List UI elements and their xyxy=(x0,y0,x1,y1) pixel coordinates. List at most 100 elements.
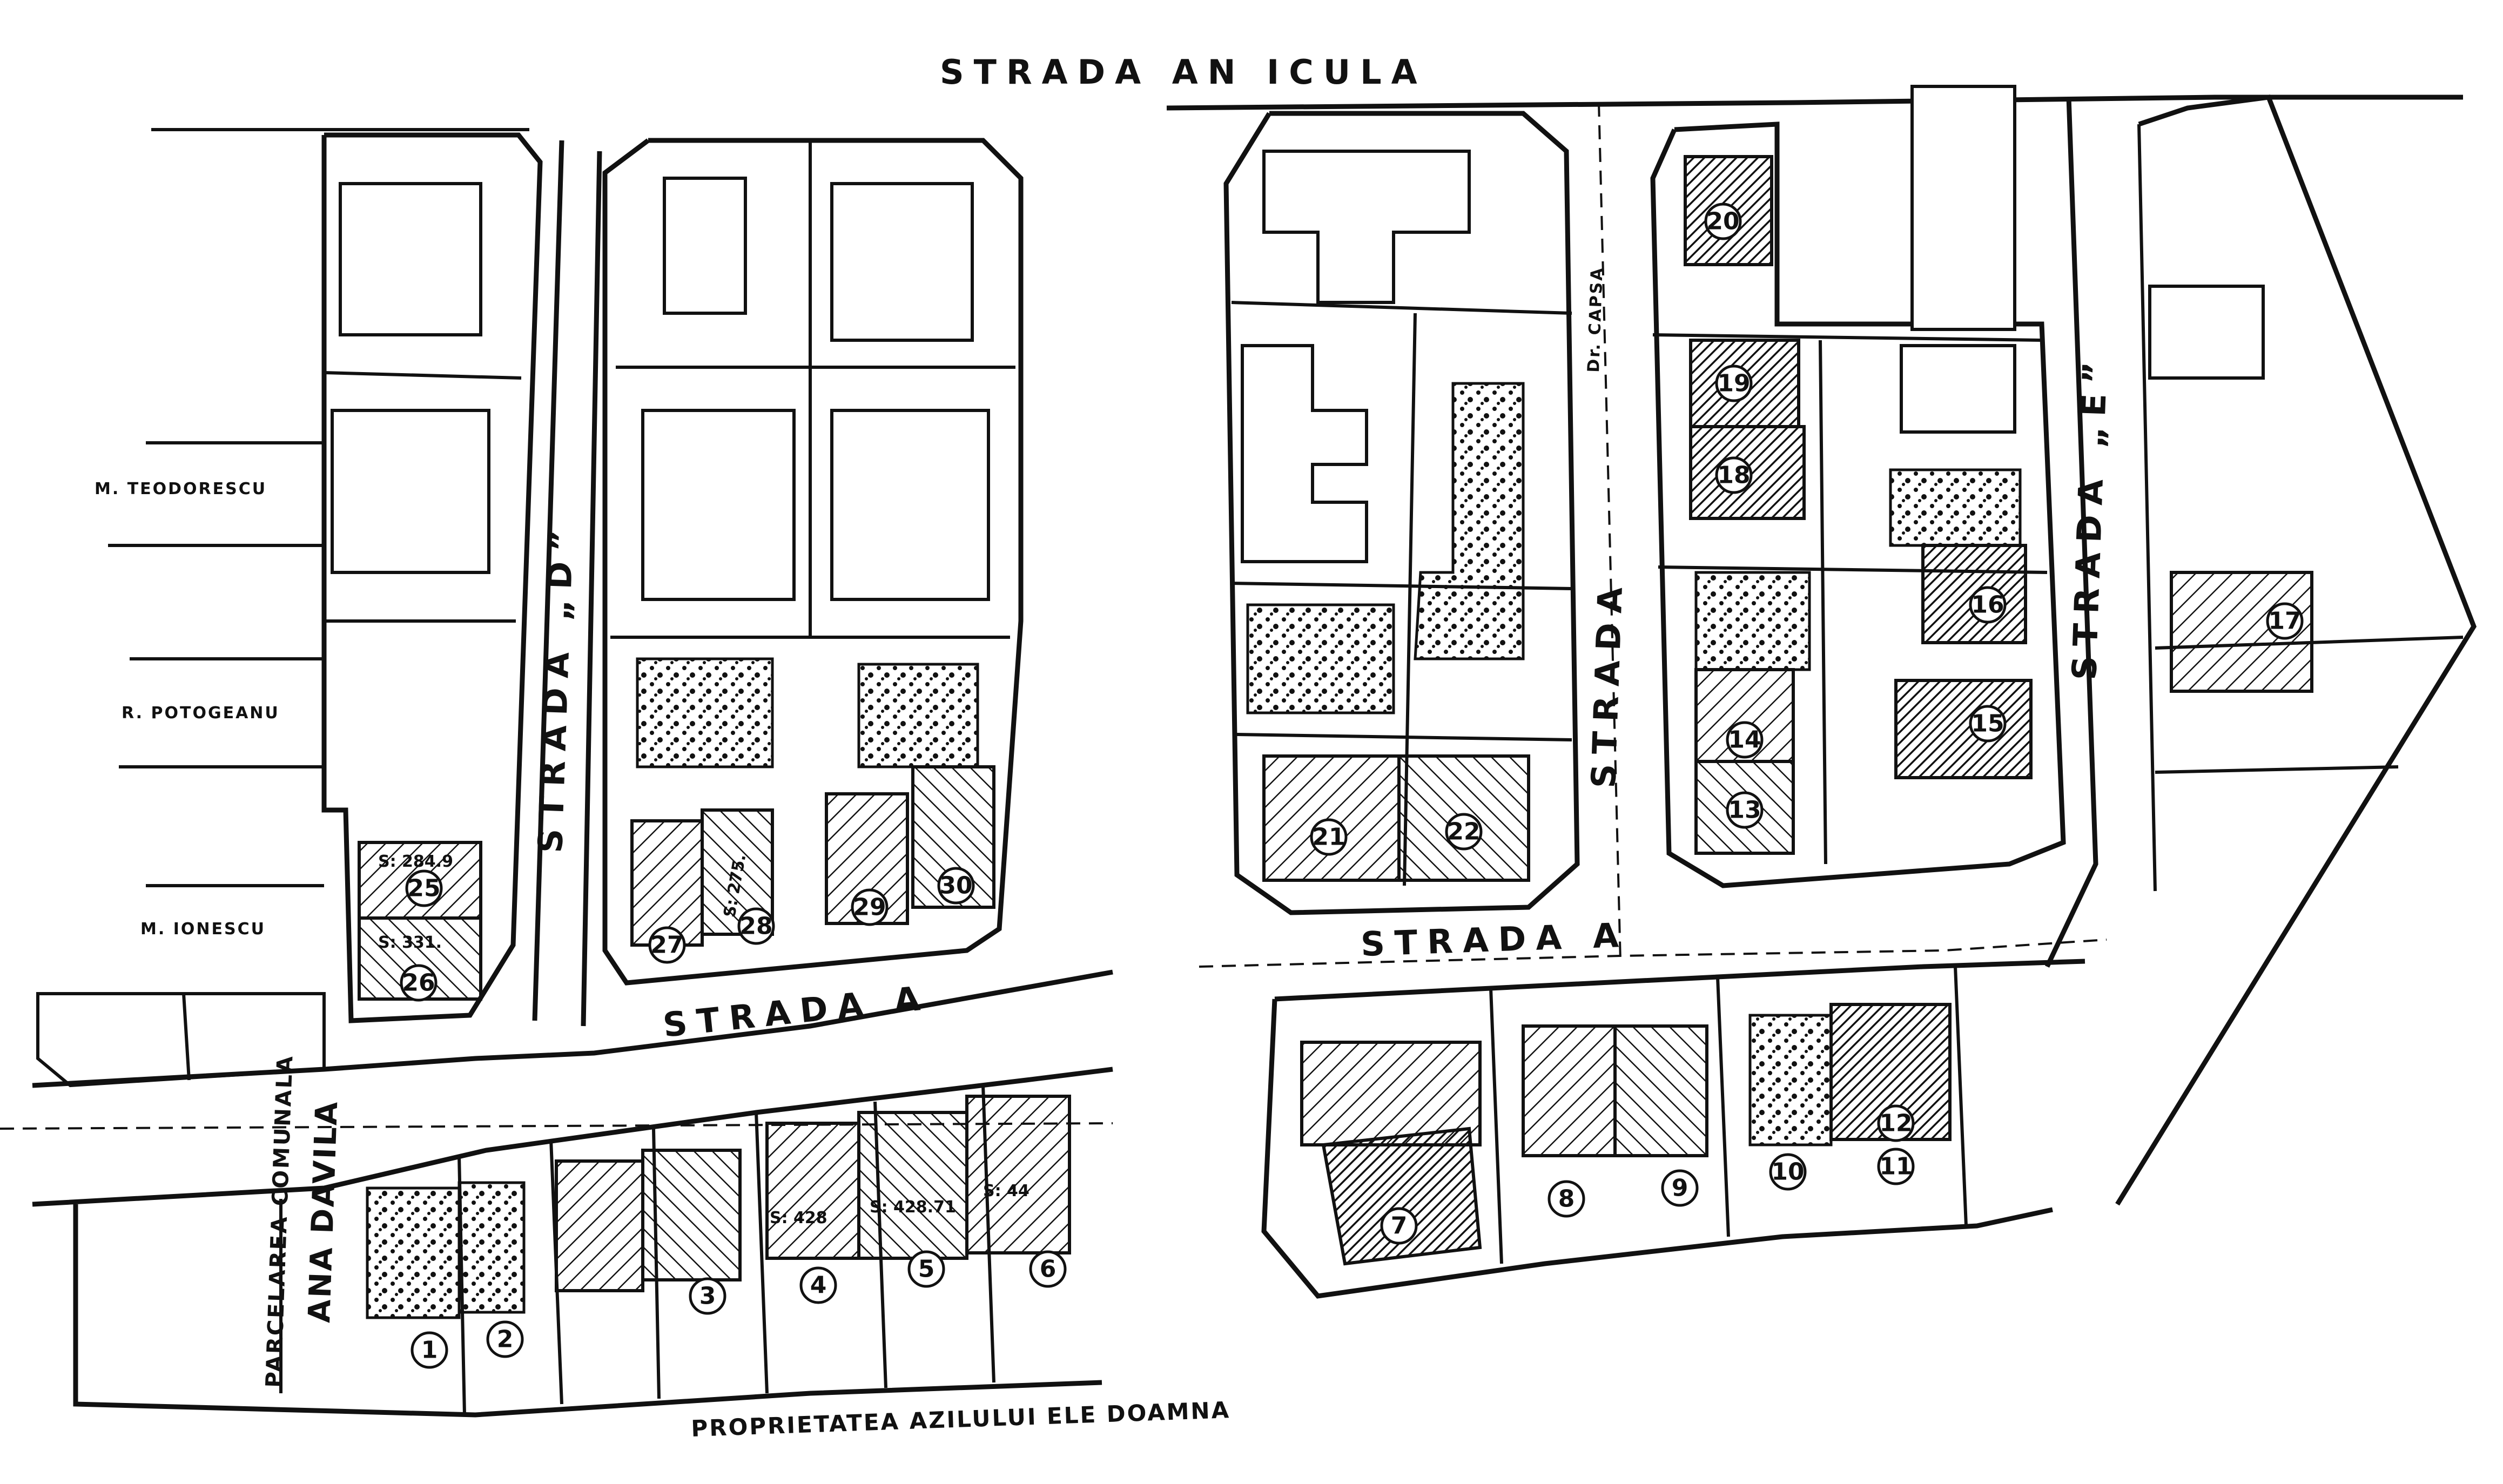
lot-marker: 26 xyxy=(400,964,438,1002)
building-west-2 xyxy=(331,409,490,574)
street-d: STRADA „D” xyxy=(530,520,581,854)
svg-text:10: 10 xyxy=(1771,1158,1804,1186)
svg-text:27: 27 xyxy=(650,932,683,959)
lot-marker: 30 xyxy=(937,867,975,905)
block-west xyxy=(1223,111,1580,915)
lot-marker: 13 xyxy=(1726,791,1764,829)
plot-27-building xyxy=(630,819,704,947)
building-c5 xyxy=(636,657,774,768)
lot-marker: 10 xyxy=(1769,1153,1807,1191)
strada-d-edge xyxy=(581,151,602,1027)
lot-marker: 17 xyxy=(2266,602,2304,640)
building-c6 xyxy=(857,663,979,768)
building-m3 xyxy=(1889,468,2022,547)
plot-4-building xyxy=(765,1122,860,1260)
building-west-1 xyxy=(339,182,482,336)
lot-marker: 14 xyxy=(1726,721,1764,759)
svg-text:15: 15 xyxy=(1971,710,2004,738)
building-w3 xyxy=(1414,382,1525,660)
building-w1 xyxy=(1262,150,1471,304)
lot-marker: 20 xyxy=(1704,203,1742,240)
south-row-right xyxy=(1261,966,2053,1299)
svg-text:13: 13 xyxy=(1728,797,1761,824)
lot-marker: 22 xyxy=(1445,813,1483,851)
building-w4 xyxy=(1246,603,1395,714)
svg-text:25: 25 xyxy=(407,875,440,902)
area-label: S: 284.9 xyxy=(378,852,453,871)
right-sheet xyxy=(1166,85,2477,1299)
svg-text:17: 17 xyxy=(2268,608,2301,635)
area-label: S: 44 xyxy=(983,1182,1030,1200)
svg-text:3: 3 xyxy=(699,1283,716,1310)
svg-text:2: 2 xyxy=(497,1326,514,1353)
svg-text:7: 7 xyxy=(1391,1212,1408,1240)
central-block xyxy=(602,138,1024,986)
svg-text:4: 4 xyxy=(810,1272,827,1299)
svg-text:9: 9 xyxy=(1672,1175,1688,1202)
svg-text:12: 12 xyxy=(1879,1110,1912,1137)
lot-marker: 7 xyxy=(1380,1207,1418,1245)
building-c1 xyxy=(663,177,747,315)
street-a-vertical: STRADA xyxy=(1584,577,1631,788)
lot-marker: 19 xyxy=(1715,365,1753,402)
lot-marker: 12 xyxy=(1877,1104,1915,1142)
lot-marker: 16 xyxy=(1969,586,2007,624)
svg-text:18: 18 xyxy=(1717,462,1750,489)
svg-text:1: 1 xyxy=(421,1337,438,1364)
lot-marker: 11 xyxy=(1877,1148,1915,1185)
strada-e-east-edge xyxy=(2115,95,2477,1206)
plot-3-building xyxy=(641,1149,742,1281)
lot-marker: 1 xyxy=(411,1331,448,1369)
west-strip xyxy=(321,132,543,1023)
street-a-right: STRADA A xyxy=(1360,915,1629,964)
svg-text:21: 21 xyxy=(1312,824,1345,851)
plot-10-building xyxy=(1748,1014,1833,1146)
south-row-left xyxy=(73,1085,1102,1418)
svg-text:20: 20 xyxy=(1706,208,1739,235)
lot-marker: 3 xyxy=(689,1277,726,1315)
svg-text:6: 6 xyxy=(1040,1256,1057,1283)
lot-marker: 9 xyxy=(1661,1169,1699,1207)
street-e: STRADA „E” xyxy=(2064,352,2115,681)
left-sheet xyxy=(0,128,1113,1418)
area-label: S: 331. xyxy=(378,933,442,952)
plot-15-building xyxy=(1894,679,2033,779)
plot-8-building xyxy=(1522,1024,1617,1157)
lot-numbers: 1 2 3 4 5 6 7 8 9 10 11 12 13 14 15 16 1… xyxy=(400,203,2304,1369)
owner-2: R. POTOGEANU xyxy=(122,704,280,723)
building-c3 xyxy=(641,409,796,601)
plot-21-building xyxy=(1262,754,1401,882)
strada-a-north-edge xyxy=(32,969,1113,1088)
area-label: S: 428 xyxy=(770,1209,827,1227)
lot-marker: 5 xyxy=(907,1250,945,1288)
plot-6-building xyxy=(965,1095,1071,1254)
lot-marker: 4 xyxy=(799,1266,837,1304)
lot-marker: 18 xyxy=(1715,456,1753,494)
lot-marker: 25 xyxy=(405,869,443,907)
axis-line xyxy=(0,1122,1113,1130)
svg-text:28: 28 xyxy=(739,913,772,940)
plot-2-building xyxy=(457,1181,526,1314)
svg-text:16: 16 xyxy=(1971,591,2004,619)
strada-a-south-edge xyxy=(32,1067,1113,1207)
building-m2 xyxy=(1900,344,2016,434)
owner-3: M. IONESCU xyxy=(140,920,266,939)
street-capsa: Dr. CAPSA xyxy=(1584,266,1607,373)
strada-a-right-axis xyxy=(1199,939,2107,968)
svg-text:22: 22 xyxy=(1447,818,1480,846)
lot-marker: 27 xyxy=(648,926,686,964)
parcelarea-label: PARCELAREA COMUNALA xyxy=(261,1054,298,1388)
building-c4 xyxy=(830,409,990,601)
street-bottom: PROPRIETATEA AZILULUI ELE DOAMNA xyxy=(691,1397,1231,1442)
street-a-left: STRADA A xyxy=(661,978,932,1045)
strada-d-edge xyxy=(532,140,564,1021)
svg-text:30: 30 xyxy=(939,872,972,900)
street-top: STRADA AN ICULA xyxy=(940,52,1427,92)
svg-text:11: 11 xyxy=(1879,1153,1912,1181)
lot-marker: 2 xyxy=(486,1320,524,1358)
lot-marker: 21 xyxy=(1310,818,1348,856)
svg-text:29: 29 xyxy=(853,894,886,921)
building-c2 xyxy=(830,182,974,342)
strada-a-right-south-edge xyxy=(1274,959,2085,1002)
